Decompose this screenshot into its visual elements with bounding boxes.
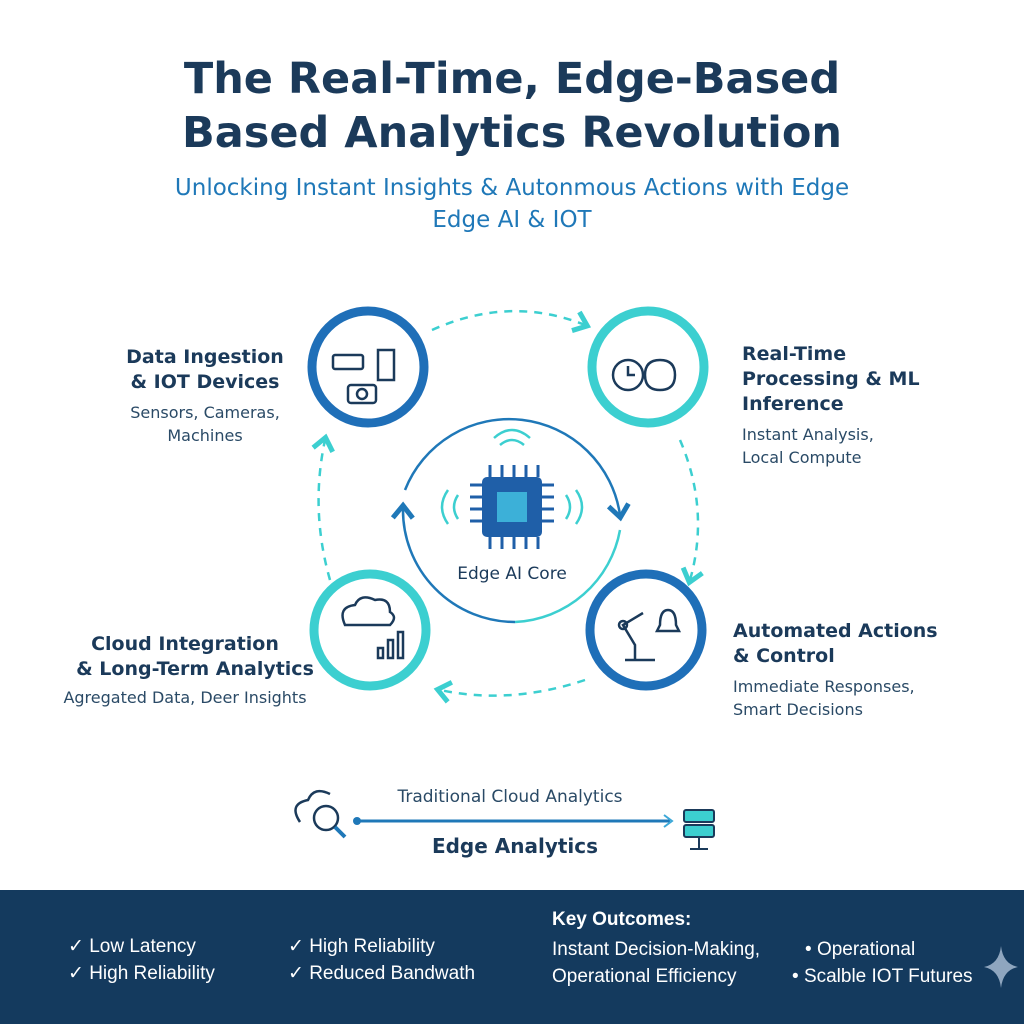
footer-outcomes: ✓ Low Latency ✓ High Reliability ✓ High … [0,890,1024,1024]
stage-title: & Control [733,645,835,667]
benefit-label: High Reliability [309,936,435,957]
outcome-label: Operational [816,939,916,960]
sparkle-icon [984,946,1018,988]
benefit-item: ✓ High Reliability [288,936,435,957]
outcome-label: Scalble IOT Futures [803,966,973,987]
stage-desc: Instant Analysis, [742,425,874,444]
processing-circle [587,306,709,428]
stage-title: Processing & ML Inference [742,368,920,415]
chip-icon [440,428,584,549]
stage-title: Cloud Integration [91,633,279,655]
stage-desc: Machines [167,426,243,445]
stage-cloud: Cloud Integration & Long-Term Analytics A… [55,632,315,709]
cloud-data-icon [341,596,405,660]
cycle-diagram [294,306,715,850]
stage-title: Real-Time [742,343,847,365]
subtitle: Unlocking Instant Insights & Autonmous A… [0,172,1024,236]
traditional-label: Traditional Cloud Analytics [397,787,623,807]
core-ring [390,417,631,624]
outcome-item: • Operational [805,939,916,960]
stage-title: Data Ingestion [126,346,284,368]
edge-server-icon [683,809,715,850]
benefit-label: High Reliability [89,963,215,984]
core-label: Edge AI Core [457,564,567,584]
benefit-item: ✓ Low Latency [68,936,196,957]
brain-clock-icon [611,358,677,392]
title-line-2: Based Analytics Revolution [182,108,842,158]
stage-desc: Smart Decisions [733,700,863,719]
outcome-item: Operational Efficiency [552,966,737,987]
iot-devices-icon [331,348,396,405]
cloud-circle [309,569,431,691]
stage-ingestion: Data Ingestion & IOT Devices Sensors, Cam… [100,345,310,447]
stage-desc: Sensors, Cameras, [130,403,280,422]
stage-title: & Long-Term Analytics [76,658,314,680]
benefit-item: ✓ Reduced Bandwath [288,963,476,984]
stage-title: Automated Actions [733,620,938,642]
cloud-search-icon [294,789,347,839]
comparison-arrow [353,814,674,828]
stage-desc: Agregated Data, Deer Insights [63,688,307,707]
flow-arrows [311,309,704,704]
stage-actions: Automated Actions & Control Immediate Res… [733,619,993,721]
edge-label: Edge Analytics [431,834,599,858]
robot-arm-icon [617,608,682,662]
outcomes-title: Key Outcomes: [552,909,692,930]
benefit-item: ✓ High Reliability [68,963,215,984]
outcome-item: • Scalble IOT Futures [792,966,973,987]
benefit-label: Low Latency [89,936,196,957]
outcome-item: Instant Decision-Making, [552,939,761,960]
title-line-1: The Real-Time, Edge-Based [183,54,841,104]
subtitle-line-1: Unlocking Instant Insights & Autonmous A… [174,175,850,201]
benefit-label: Reduced Bandwath [309,963,476,984]
stage-desc: Local Compute [742,448,862,467]
stage-title: & IOT Devices [130,371,280,393]
subtitle-line-2: Edge AI & IOT [432,207,592,233]
actions-circle [585,569,707,691]
stage-desc: Immediate Responses, [733,677,915,696]
ingestion-circle [307,306,429,428]
